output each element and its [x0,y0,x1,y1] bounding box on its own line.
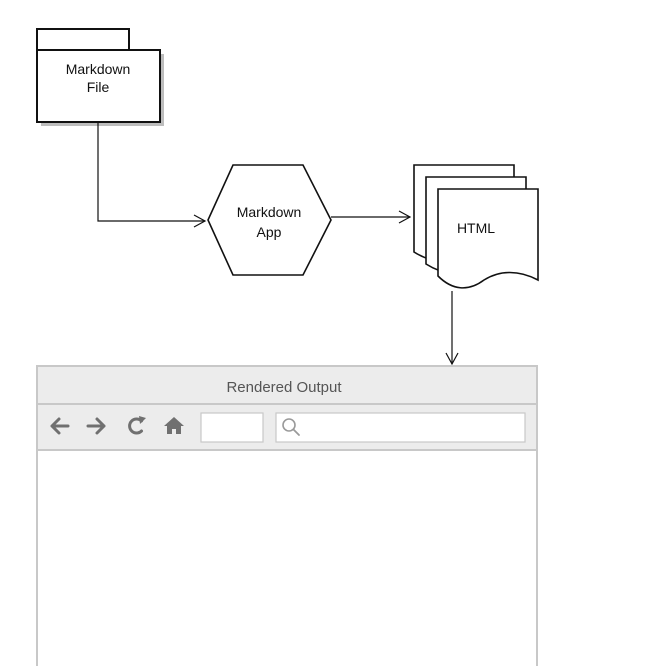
browser-title-bar [38,367,536,404]
markdown-app-label-line2: App [257,224,282,240]
reload-icon[interactable] [128,416,146,435]
search-input[interactable] [275,412,526,443]
browser-window: Rendered Output [36,365,538,666]
browser-content-area [39,452,535,666]
address-input[interactable] [200,412,264,443]
markdown-file-tab [36,28,130,51]
search-icon [282,418,300,436]
back-arrow-icon[interactable] [50,417,70,435]
markdown-file-box [36,49,161,123]
browser-title: Rendered Output [226,379,342,396]
html-document-label: HTML [457,220,495,236]
html-document-node: HTML [413,164,539,289]
markdown-file-label-line2: File [87,79,110,95]
home-icon[interactable] [164,417,184,434]
markdown-file-node: Markdown File [36,28,164,126]
markdown-app-label-line1: Markdown [237,204,302,220]
forward-arrow-icon[interactable] [86,417,106,435]
markdown-app-hexagon [207,164,332,276]
markdown-file-label-line1: Markdown [66,61,131,77]
html-document-front [437,188,539,289]
markdown-app-node: Markdown App [207,164,332,276]
connector-file-to-app [97,123,207,228]
